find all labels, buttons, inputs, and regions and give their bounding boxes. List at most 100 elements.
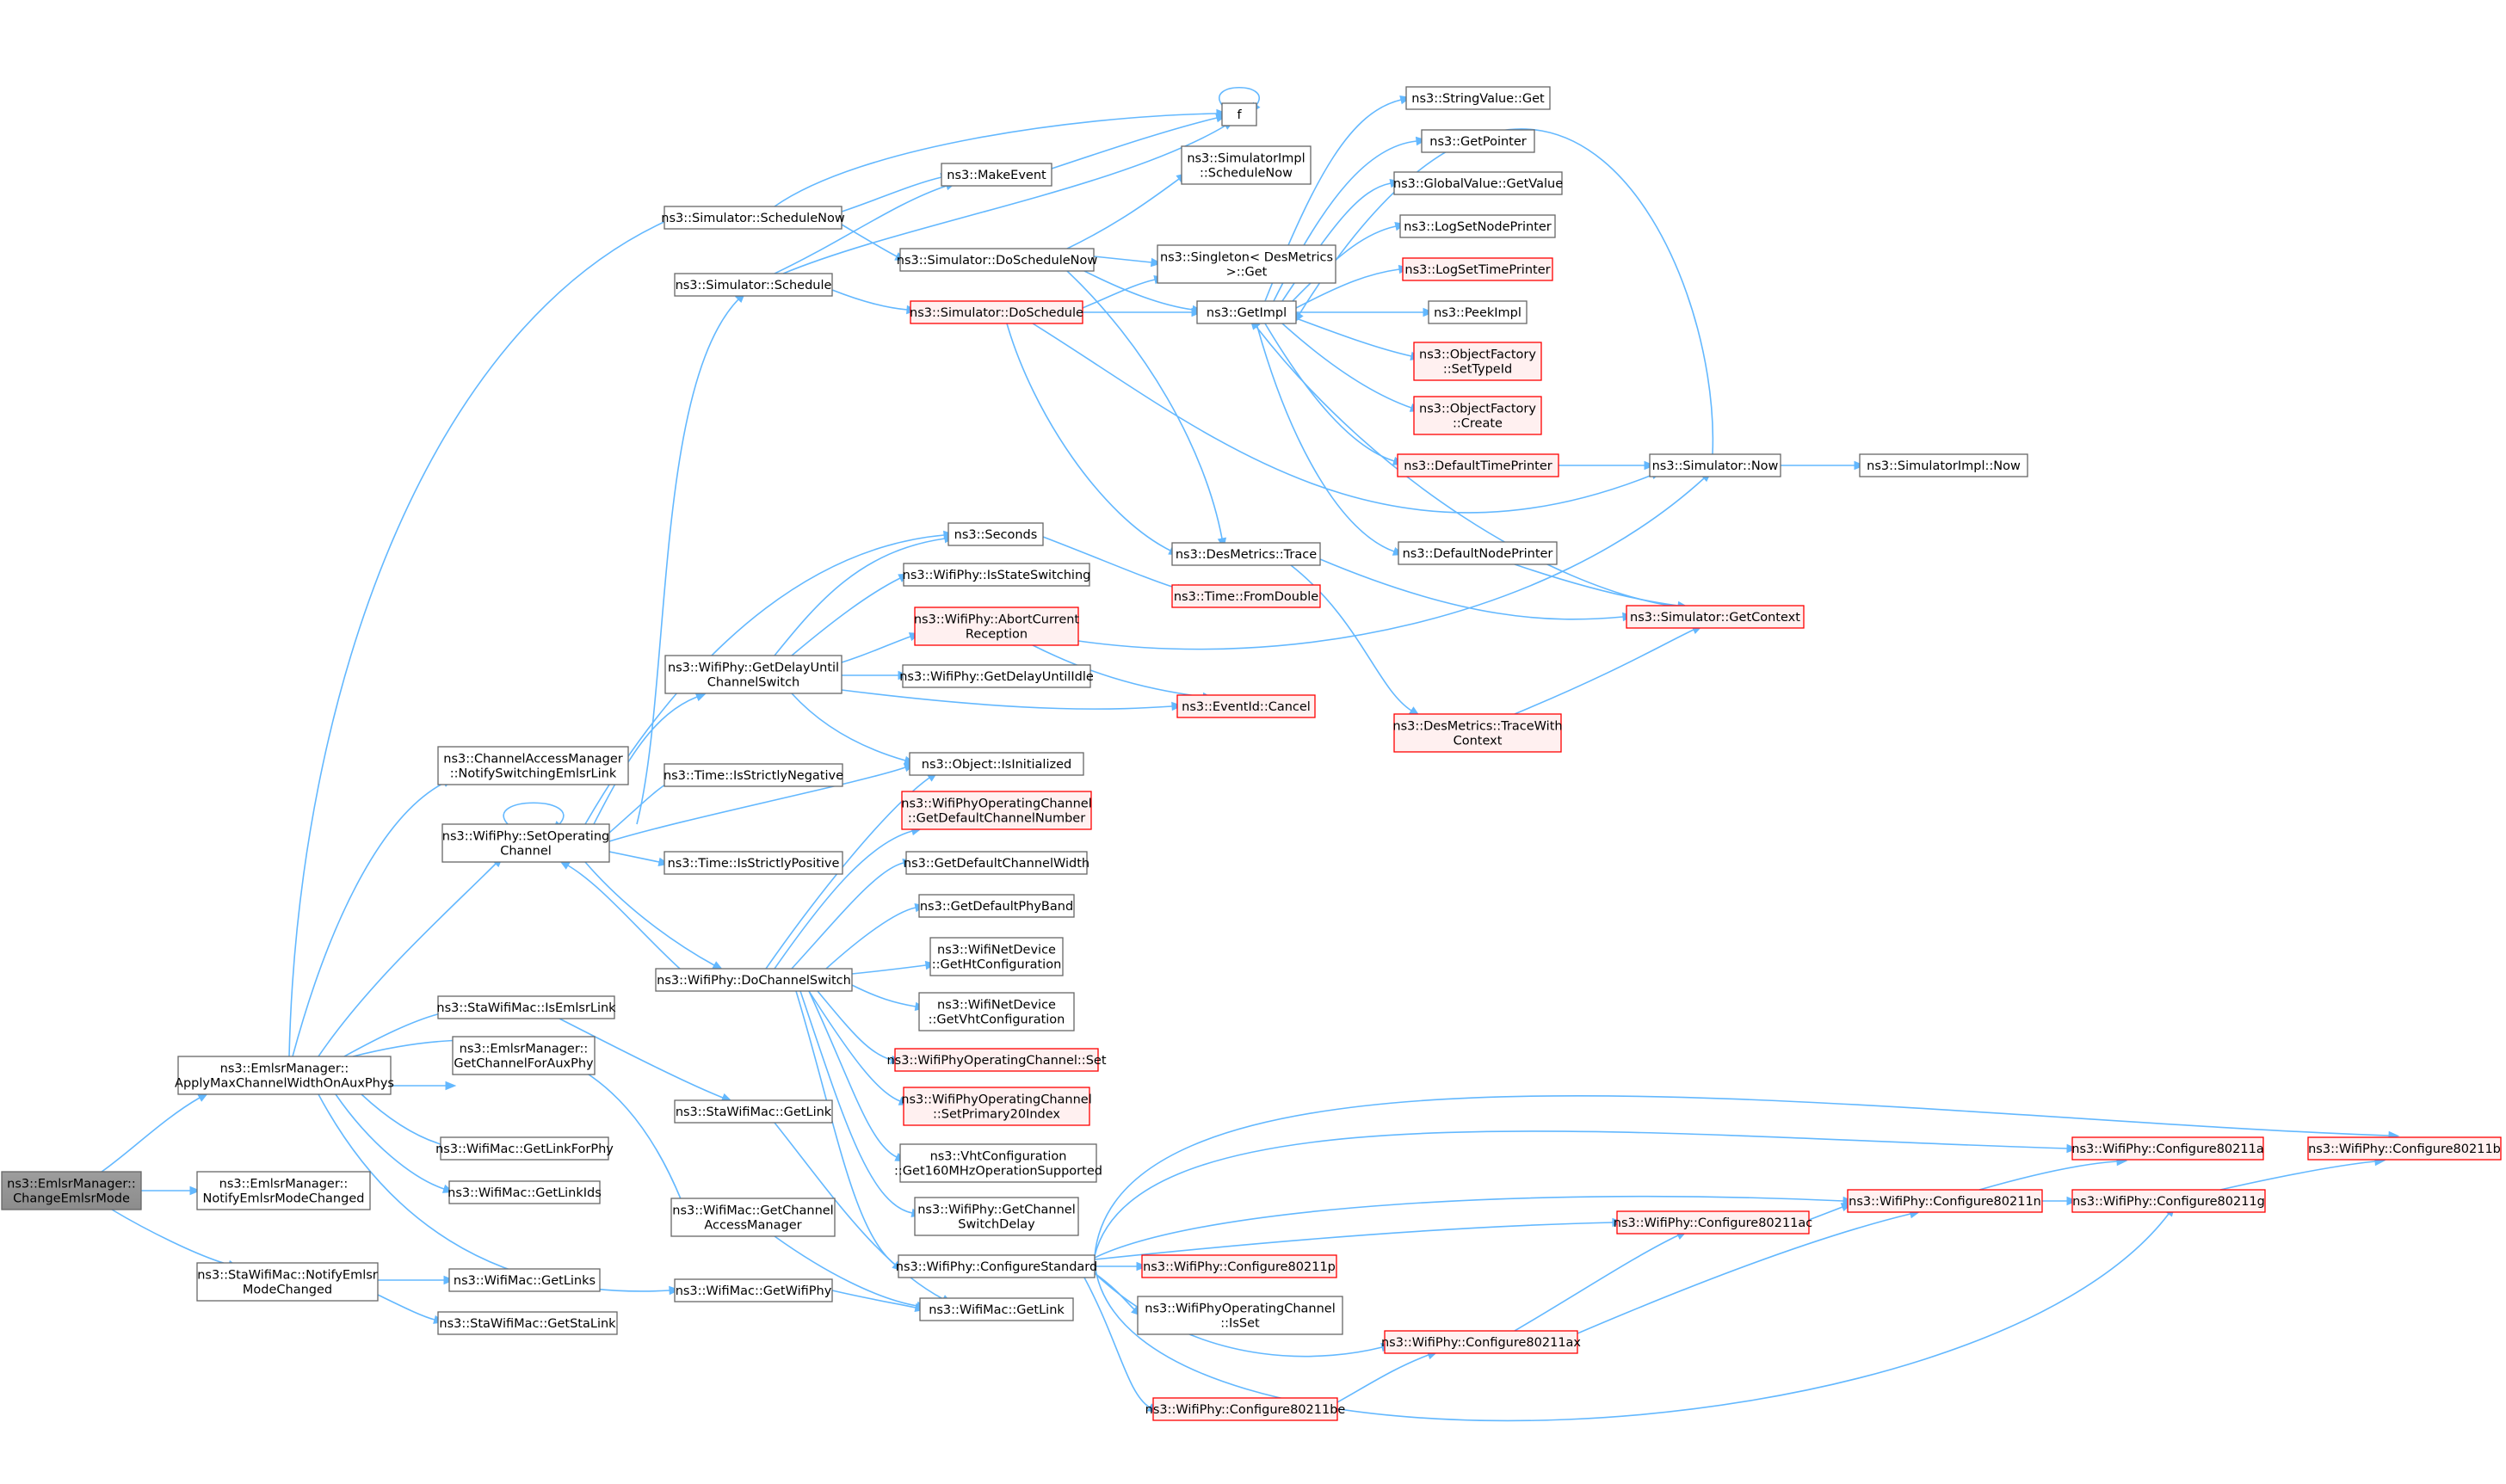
node-isStrictPos[interactable]: ns3::Time::IsStrictlyPositive <box>664 851 843 875</box>
node-box <box>1152 1397 1338 1421</box>
node-simImplSchedNow[interactable]: ns3::SimulatorImpl::ScheduleNow <box>1181 145 1312 185</box>
node-getDelayUntilIdle[interactable]: ns3::WifiPhy::GetDelayUntilIdle <box>899 664 1094 688</box>
node-doSched[interactable]: ns3::Simulator::DoSchedule <box>910 300 1083 324</box>
node-logSetTime[interactable]: ns3::LogSetTimePrinter <box>1402 257 1553 281</box>
node-cfg11ax[interactable]: ns3::WifiPhy::Configure80211ax <box>1381 1330 1581 1354</box>
node-peekImpl[interactable]: ns3::PeekImpl <box>1428 300 1528 324</box>
node-label: ::GetDefaultChannelNumber <box>908 812 1085 826</box>
node-cfg11n[interactable]: ns3::WifiPhy::Configure80211n <box>1847 1189 2043 1213</box>
node-desTrace[interactable]: ns3::DesMetrics::Trace <box>1171 542 1321 566</box>
node-isStrictNeg[interactable]: ns3::Time::IsStrictlyNegative <box>664 763 843 787</box>
node-sched[interactable]: ns3::Simulator::Schedule <box>674 273 833 297</box>
node-getImpl[interactable]: ns3::GetImpl <box>1196 300 1297 324</box>
node-objCreate[interactable]: ns3::ObjectFactory::Create <box>1413 396 1542 435</box>
node-getLinkIds[interactable]: ns3::WifiMac::GetLinkIds <box>448 1180 602 1204</box>
node-cfg11a[interactable]: ns3::WifiPhy::Configure80211a <box>2071 1136 2264 1161</box>
node-box <box>1399 214 1556 238</box>
node-box <box>1421 129 1535 153</box>
node-label: ModeChanged <box>243 1284 332 1297</box>
node-notifyEmlsrModeChanged[interactable]: ns3::EmlsrManager::NotifyEmlsrModeChange… <box>196 1171 371 1210</box>
edge-doSched-to-singletonGet <box>1082 274 1165 309</box>
node-cfg11b[interactable]: ns3::WifiPhy::Configure80211b <box>2307 1136 2502 1161</box>
node-cfg11g[interactable]: ns3::WifiPhy::Configure80211g <box>2071 1189 2266 1213</box>
node-label: ns3::WifiPhy::IsStateSwitching <box>903 569 1091 582</box>
node-box <box>902 664 1091 688</box>
node-simGetCtx[interactable]: ns3::Simulator::GetContext <box>1626 605 1805 629</box>
node-schedNow[interactable]: ns3::Simulator::ScheduleNow <box>661 206 845 230</box>
node-getChanForAux[interactable]: ns3::EmlsrManager::GetChannelForAuxPhy <box>452 1036 596 1075</box>
edge-cfg11ax-to-cfg11ac <box>1514 1230 1688 1332</box>
node-applyMax[interactable]: ns3::EmlsrManager::ApplyMaxChannelWidthO… <box>175 1056 394 1095</box>
node-getLinks[interactable]: ns3::WifiMac::GetLinks <box>448 1268 601 1292</box>
edge-setOpChan-to-sched <box>636 292 746 825</box>
node-isEmlsrLink[interactable]: ns3::StaWifiMac::IsEmlsrLink <box>436 995 616 1019</box>
node-opChanIsSet[interactable]: ns3::WifiPhyOperatingChannel::IsSet <box>1137 1296 1343 1335</box>
node-setPrimary20[interactable]: ns3::WifiPhyOperatingChannel::SetPrimary… <box>901 1087 1092 1126</box>
node-isInitialized[interactable]: ns3::Object::IsInitialized <box>909 752 1084 776</box>
node-staGetLink[interactable]: ns3::StaWifiMac::GetLink <box>674 1099 833 1124</box>
node-isStateSwitching[interactable]: ns3::WifiPhy::IsStateSwitching <box>903 563 1091 587</box>
node-label: ns3::WifiPhy::Configure80211be <box>1145 1403 1346 1417</box>
node-simImplNow[interactable]: ns3::SimulatorImpl::Now <box>1859 453 2028 477</box>
node-getLinkForPhy[interactable]: ns3::WifiMac::GetLinkForPhy <box>435 1136 614 1161</box>
node-label: ns3::WifiPhyOperatingChannel <box>901 1093 1091 1107</box>
node-stringValueGet[interactable]: ns3::StringValue::Get <box>1405 86 1551 110</box>
node-label: ApplyMaxChannelWidthOnAuxPhys <box>175 1077 394 1091</box>
node-cfg11ac[interactable]: ns3::WifiPhy::Configure80211ac <box>1614 1210 1812 1235</box>
edge-line <box>851 984 917 1007</box>
node-logSetNode[interactable]: ns3::LogSetNodePrinter <box>1399 214 1556 238</box>
node-opChanSet[interactable]: ns3::WifiPhyOperatingChannel::Set <box>886 1048 1107 1072</box>
node-getStaLink[interactable]: ns3::StaWifiMac::GetStaLink <box>437 1311 618 1335</box>
node-cfg11p[interactable]: ns3::WifiPhy::Configure80211p <box>1141 1254 1337 1278</box>
node-camNotify[interactable]: ns3::ChannelAccessManager::NotifySwitchi… <box>437 746 629 785</box>
node-globalValueGet[interactable]: ns3::GlobalValue::GetValue <box>1393 171 1563 195</box>
node-configStd[interactable]: ns3::WifiPhy::ConfigureStandard <box>896 1254 1097 1278</box>
node-getHtConfig[interactable]: ns3::WifiNetDevice::GetHtConfiguration <box>929 937 1064 976</box>
node-label: ns3::Simulator::GetContext <box>1630 611 1800 625</box>
node-cfg11be[interactable]: ns3::WifiPhy::Configure80211be <box>1145 1397 1346 1421</box>
edge-line <box>1219 87 1260 106</box>
edge-line <box>1094 1213 2170 1422</box>
node-staNotify[interactable]: ns3::StaWifiMac::NotifyEmlsrModeChanged <box>196 1262 379 1302</box>
node-label: ns3::WifiPhy::GetDelayUntilIdle <box>899 670 1094 684</box>
edge-line <box>1514 629 1694 715</box>
node-defTimePrinter[interactable]: ns3::DefaultTimePrinter <box>1397 453 1559 477</box>
node-vhtGet160[interactable]: ns3::VhtConfiguration::Get160MHzOperatio… <box>894 1143 1102 1183</box>
node-objSetTypeId[interactable]: ns3::ObjectFactory::SetTypeId <box>1413 342 1542 381</box>
edge-line <box>377 1294 435 1321</box>
node-getDefChanWidth[interactable]: ns3::GetDefaultChannelWidth <box>904 851 1089 875</box>
node-getVhtConfig[interactable]: ns3::WifiNetDevice::GetVhtConfiguration <box>918 992 1075 1031</box>
node-getDefPhyBand[interactable]: ns3::GetDefaultPhyBand <box>918 894 1075 918</box>
node-getPointer[interactable]: ns3::GetPointer <box>1421 129 1535 153</box>
node-box <box>1171 542 1321 566</box>
node-defNodePrinter[interactable]: ns3::DefaultNodePrinter <box>1398 541 1558 565</box>
node-fromDouble[interactable]: ns3::Time::FromDouble <box>1171 584 1321 608</box>
edge-sched-to-doSched <box>831 289 918 315</box>
edge-line <box>567 865 681 970</box>
edge-doChanSwitch-to-opChanSet <box>817 990 902 1064</box>
node-eventCancel[interactable]: ns3::EventId::Cancel <box>1176 694 1316 718</box>
node-root[interactable]: ns3::EmlsrManager::ChangeEmlsrMode <box>1 1171 142 1210</box>
node-seconds[interactable]: ns3::Seconds <box>947 522 1044 546</box>
edge-line <box>1094 1195 1844 1259</box>
node-macGetLink[interactable]: ns3::WifiMac::GetLink <box>919 1297 1074 1321</box>
edge-line <box>343 1013 441 1057</box>
edge-applyMax-to-getLinkForPhy <box>361 1093 451 1148</box>
node-label: ns3::StaWifiMac::GetLink <box>676 1105 832 1119</box>
node-doChanSwitch[interactable]: ns3::WifiPhy::DoChannelSwitch <box>655 968 853 992</box>
node-doSchedNow[interactable]: ns3::Simulator::DoScheduleNow <box>897 248 1098 272</box>
node-simNow[interactable]: ns3::Simulator::Now <box>1649 453 1781 477</box>
node-getDefChanNum[interactable]: ns3::WifiPhyOperatingChannel::GetDefault… <box>901 791 1092 830</box>
node-label: ns3::DesMetrics::Trace <box>1176 548 1317 562</box>
node-singletonGet[interactable]: ns3::Singleton< DesMetrics>::Get <box>1157 244 1336 284</box>
node-box <box>910 300 1083 324</box>
node-f[interactable]: f <box>1221 102 1257 126</box>
node-getWifiPhy[interactable]: ns3::WifiMac::GetWifiPhy <box>674 1278 833 1302</box>
node-makeEvent[interactable]: ns3::MakeEvent <box>941 163 1052 187</box>
